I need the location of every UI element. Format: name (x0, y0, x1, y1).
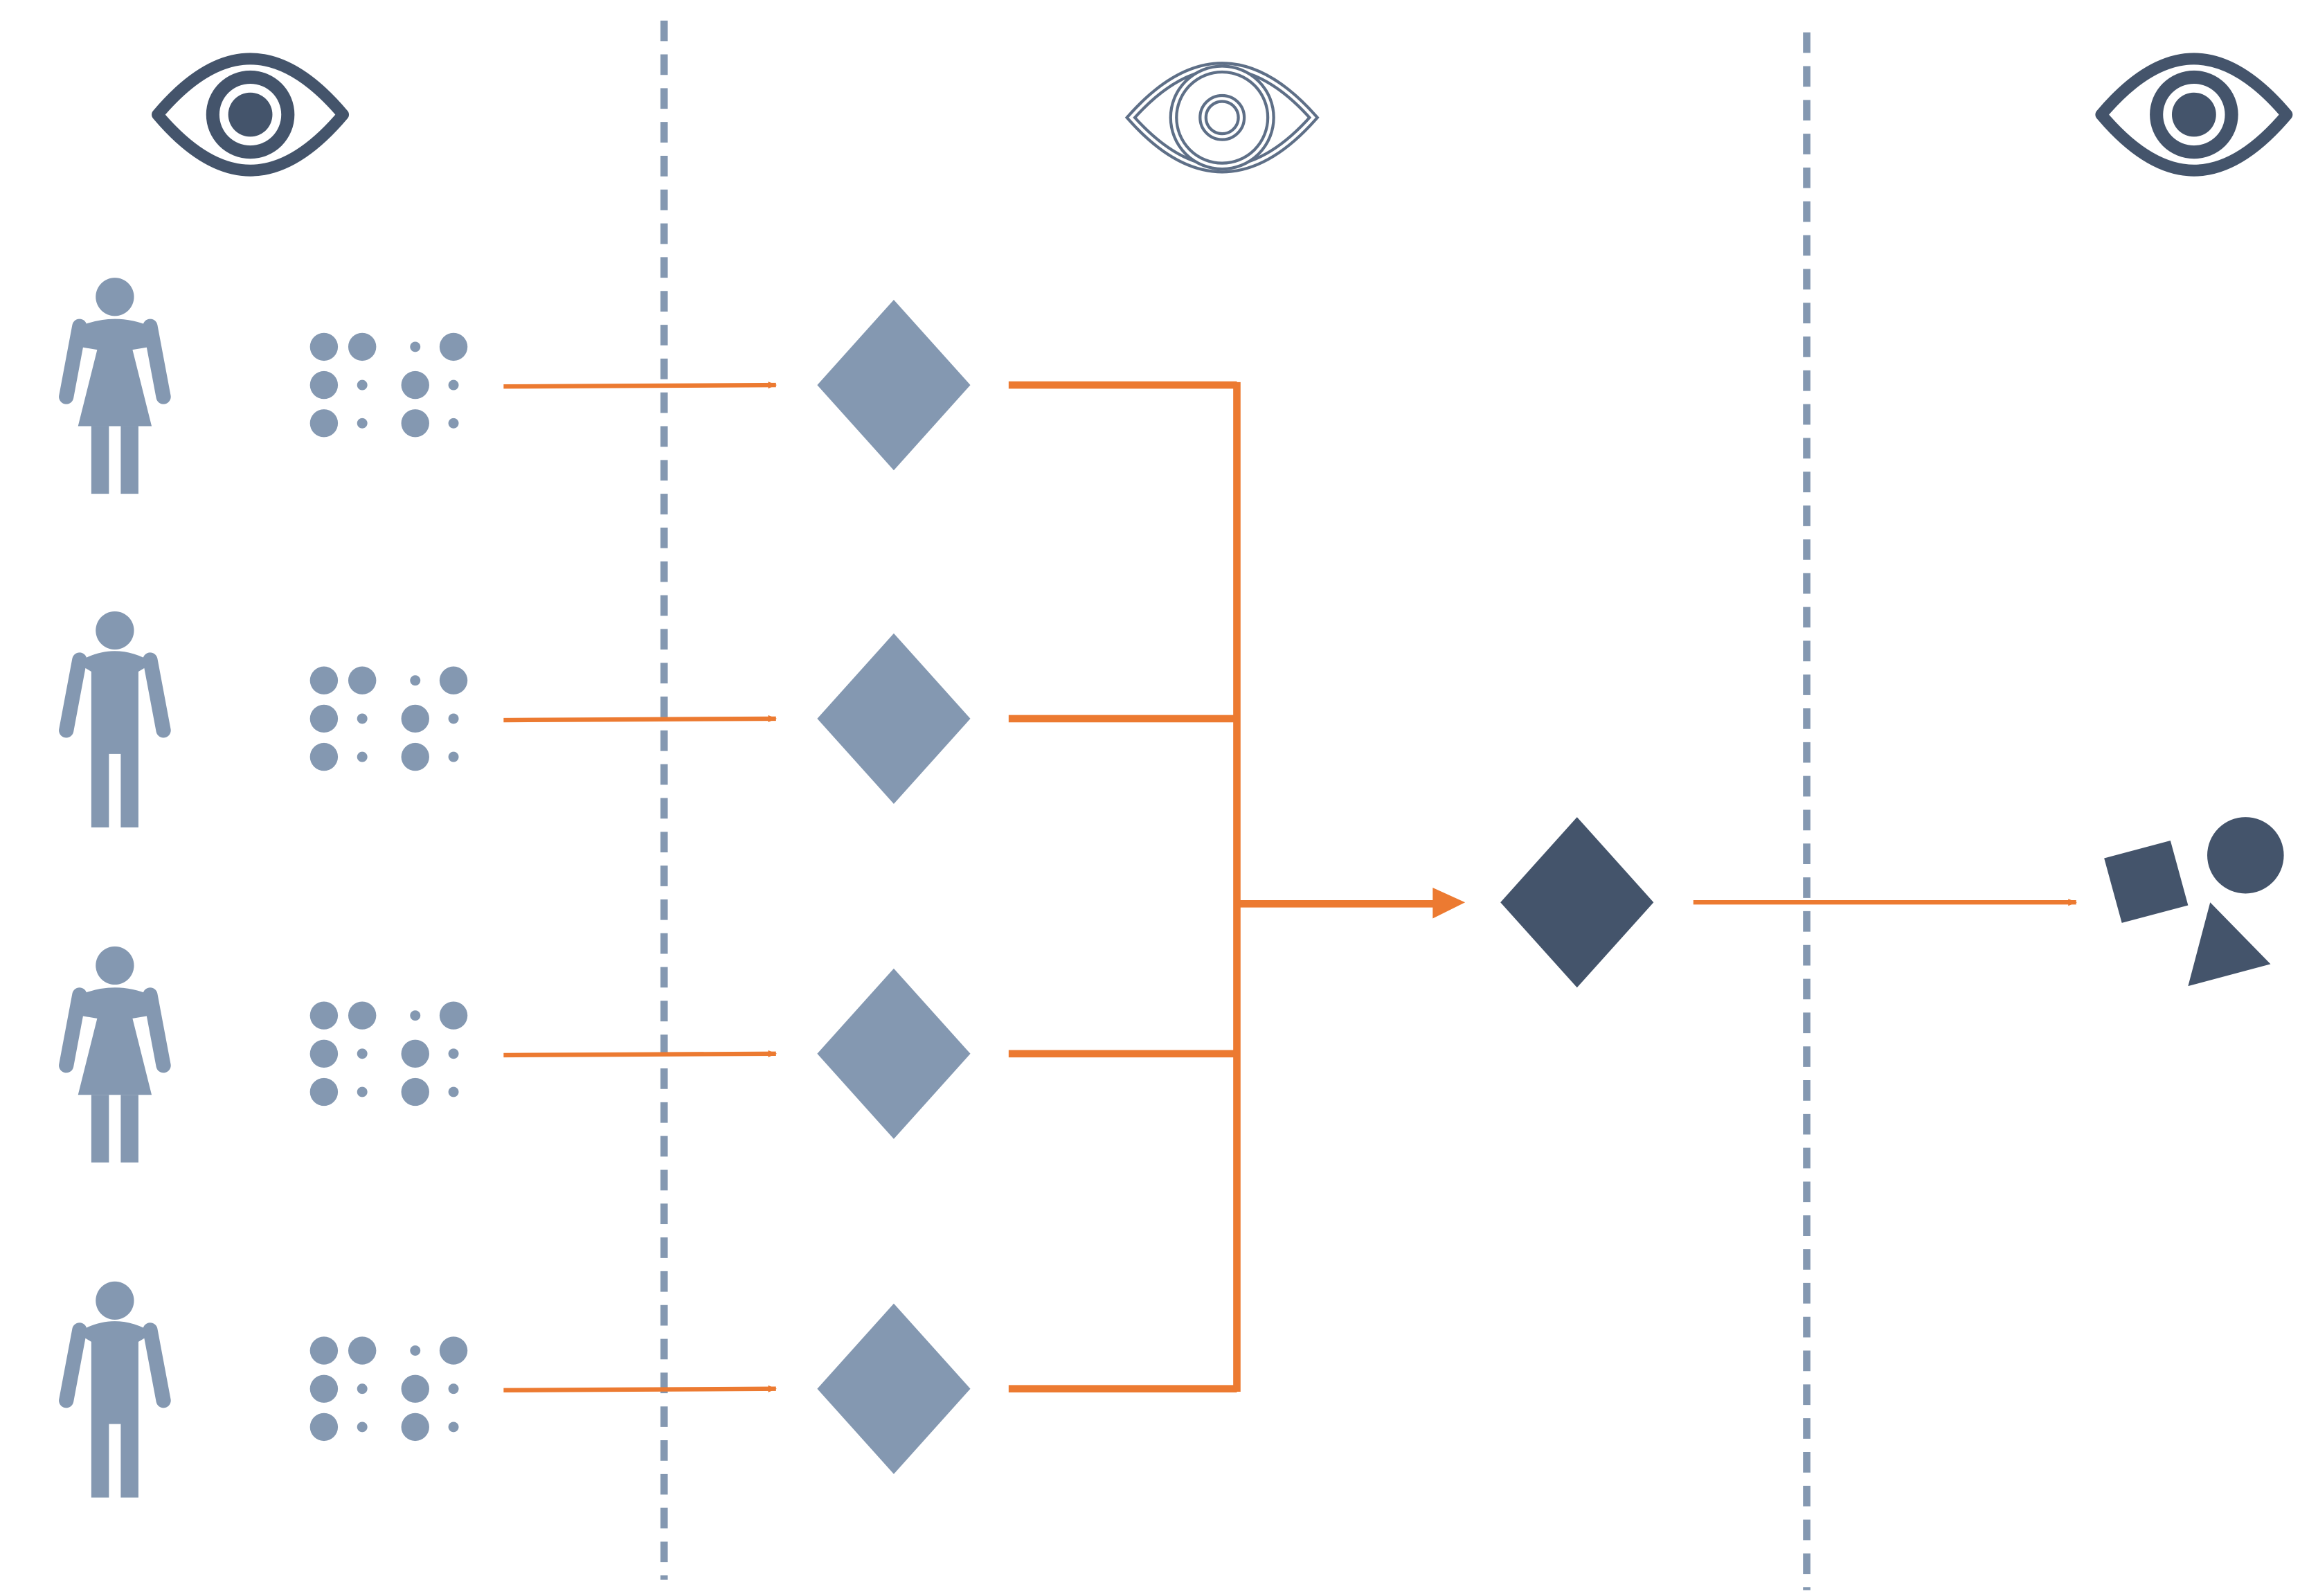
eye-icon (152, 53, 350, 177)
eye-icon (2095, 53, 2293, 177)
aggregation-connector (1008, 381, 1436, 1393)
data-arrow (503, 1385, 778, 1393)
participant-row (59, 611, 971, 827)
participant-row (59, 1281, 971, 1498)
participant-row (59, 278, 971, 494)
participant-rows (59, 278, 971, 1498)
data-arrow (503, 715, 778, 723)
shapes-icon (2104, 817, 2284, 987)
aggregation-arrowhead (1432, 887, 1466, 919)
braille-dots-icon (309, 666, 468, 771)
data-arrow (503, 382, 778, 389)
data-arrow (503, 1050, 778, 1058)
braille-dots-icon (309, 1336, 468, 1442)
output-square (2104, 841, 2189, 923)
local-model-diamond (817, 299, 971, 471)
local-model-diamond (817, 633, 971, 804)
output-triangle (2188, 902, 2271, 987)
aggregated-model-diamond (1500, 817, 1654, 988)
person-female-icon (59, 946, 171, 1163)
participant-row (59, 946, 971, 1163)
output-circle (2207, 817, 2284, 894)
person-male-icon (59, 611, 171, 827)
braille-dots-icon (309, 332, 468, 438)
local-model-diamond (817, 1303, 971, 1474)
person-male-icon (59, 1281, 171, 1498)
person-female-icon (59, 278, 171, 494)
braille-dots-icon (309, 1001, 468, 1106)
local-model-diamond (817, 968, 971, 1139)
eye-outline-icon (1124, 62, 1320, 174)
